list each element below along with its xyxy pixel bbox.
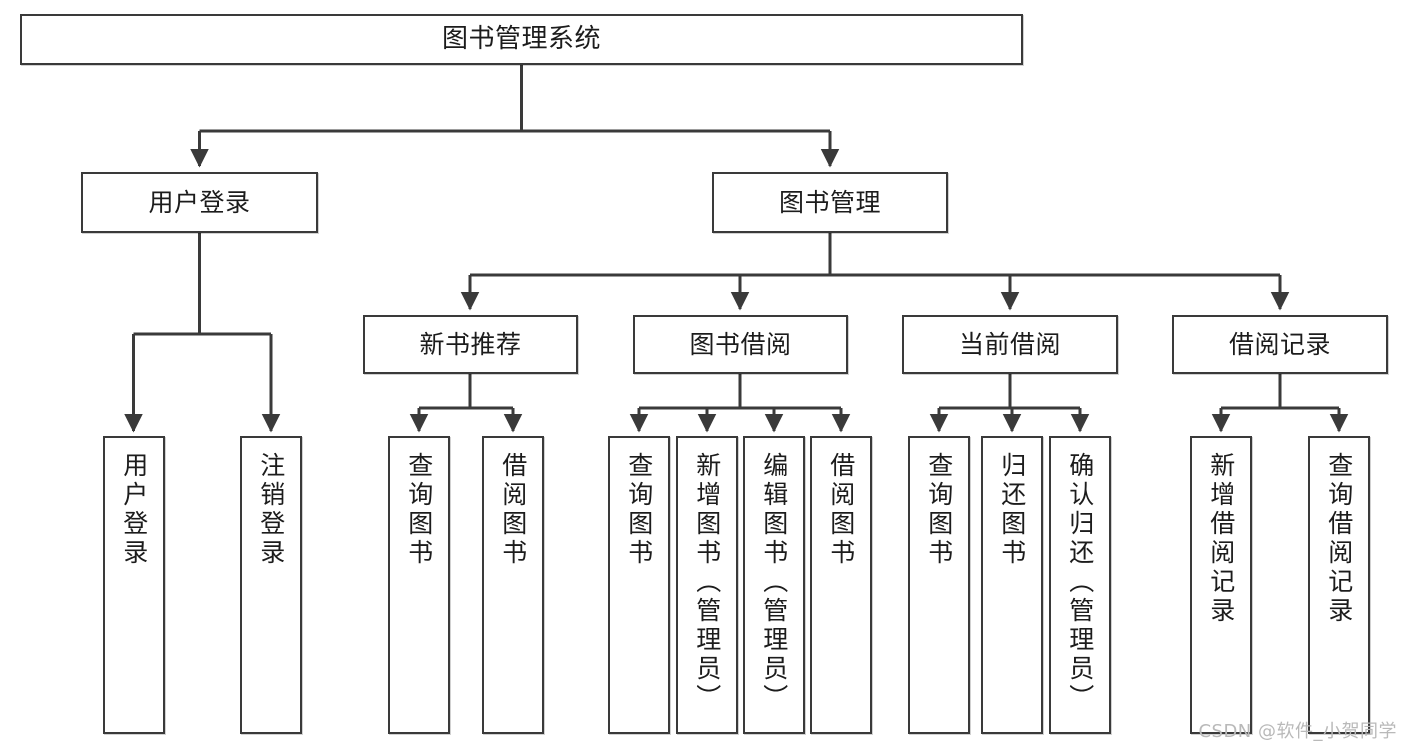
node-book-borrow[interactable]: 图书借阅 bbox=[633, 315, 848, 374]
node-label: 新增借阅记录 bbox=[1206, 452, 1236, 626]
node-label: 注销登录 bbox=[256, 452, 286, 568]
node-label: 查询图书 bbox=[624, 452, 654, 568]
leaf-node-user-logout[interactable]: 注销登录 bbox=[240, 436, 302, 734]
leaf-node-newbook-query[interactable]: 查询图书 bbox=[388, 436, 450, 734]
node-label: 归还图书 bbox=[997, 452, 1027, 568]
node-new-book-recommend[interactable]: 新书推荐 bbox=[363, 315, 578, 374]
leaf-node-borrow-query[interactable]: 查询图书 bbox=[608, 436, 670, 734]
node-label: 查询图书 bbox=[924, 452, 954, 568]
node-label: 新书推荐 bbox=[419, 329, 522, 359]
node-label: 借阅图书 bbox=[498, 452, 528, 568]
node-label: 编辑图书（管理员） bbox=[759, 452, 789, 713]
node-book-management-module[interactable]: 图书管理 bbox=[712, 172, 948, 233]
leaf-node-records-query[interactable]: 查询借阅记录 bbox=[1308, 436, 1370, 734]
node-user-login-module[interactable]: 用户登录 bbox=[81, 172, 318, 233]
node-label: 当前借阅 bbox=[958, 329, 1061, 359]
leaf-node-newbook-borrow[interactable]: 借阅图书 bbox=[482, 436, 544, 734]
node-label: 新增图书（管理员） bbox=[692, 452, 722, 713]
node-label: 图书管理系统 bbox=[441, 24, 601, 55]
node-label: 查询借阅记录 bbox=[1324, 452, 1354, 626]
leaf-node-current-query[interactable]: 查询图书 bbox=[908, 436, 970, 734]
leaf-node-current-return[interactable]: 归还图书 bbox=[981, 436, 1043, 734]
csdn-watermark: CSDN @软件_小贺同学 bbox=[1198, 721, 1397, 742]
node-label: 用户登录 bbox=[148, 187, 251, 217]
node-root-system[interactable]: 图书管理系统 bbox=[20, 14, 1023, 65]
leaf-node-borrow-add-book[interactable]: 新增图书（管理员） bbox=[676, 436, 738, 734]
leaf-node-borrow-edit-book[interactable]: 编辑图书（管理员） bbox=[743, 436, 805, 734]
node-label: 查询图书 bbox=[404, 452, 434, 568]
node-label: 图书管理 bbox=[778, 187, 881, 217]
leaf-node-borrow-lend-book[interactable]: 借阅图书 bbox=[810, 436, 872, 734]
node-label: 借阅图书 bbox=[826, 452, 856, 568]
node-label: 用户登录 bbox=[119, 452, 149, 568]
leaf-node-current-confirm-return[interactable]: 确认归还（管理员） bbox=[1049, 436, 1111, 734]
node-label: 图书借阅 bbox=[689, 329, 792, 359]
leaf-node-user-login[interactable]: 用户登录 bbox=[103, 436, 165, 734]
node-borrow-records[interactable]: 借阅记录 bbox=[1172, 315, 1388, 374]
node-current-borrow[interactable]: 当前借阅 bbox=[902, 315, 1118, 374]
node-label: 借阅记录 bbox=[1228, 329, 1331, 359]
node-label: 确认归还（管理员） bbox=[1065, 452, 1095, 713]
leaf-node-records-add[interactable]: 新增借阅记录 bbox=[1190, 436, 1252, 734]
